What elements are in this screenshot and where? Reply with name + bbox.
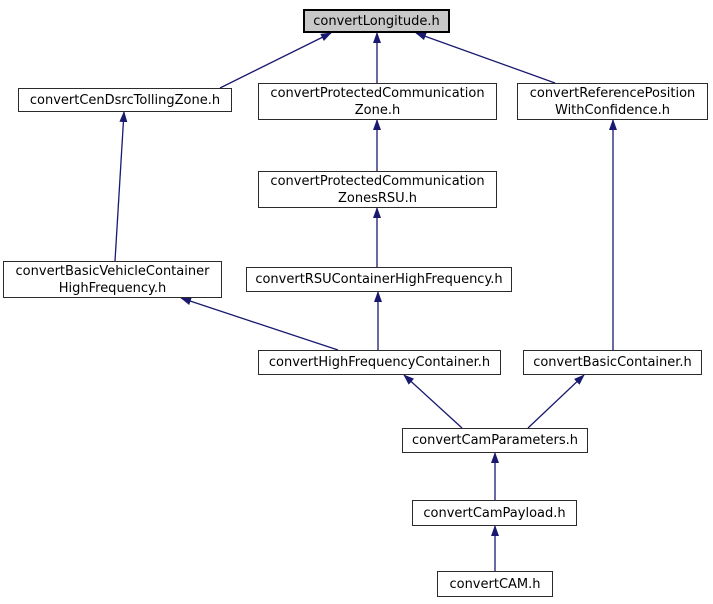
edge-convertCamParameters.h-includes-convertBasicContainer.h <box>527 374 585 429</box>
node-label: convertCamPayload.h <box>423 505 566 521</box>
node-label: convertRSUContainerHighFrequency.h <box>255 272 503 287</box>
node-label: WithConfidence.h <box>555 102 670 118</box>
node-label: ZonesRSU.h <box>337 190 418 206</box>
node-label: convertLongitude.h <box>313 13 440 29</box>
node-label: Zone.h <box>354 102 401 118</box>
node-convertReferencePositionWithConfidence-h[interactable]: convertReferencePosition WithConfidence.… <box>517 83 708 120</box>
node-convertCamParameters-h[interactable]: convertCamParameters.h <box>402 428 588 453</box>
node-label: convertProtectedCommunication <box>270 85 485 101</box>
node-label: convertBasicVehicleContainer <box>15 263 210 279</box>
node-convertRSUContainerHighFrequency-h[interactable]: convertRSUContainerHighFrequency.h <box>246 267 512 292</box>
node-label: convertCenDsrcTollingZone.h <box>29 92 221 108</box>
edge-convertCenDsrcTollingZone.h-includes-convertLongitude.h <box>219 32 332 89</box>
node-convertCAM-h[interactable]: convertCAM.h <box>437 571 553 597</box>
node-convertLongitude-h[interactable]: convertLongitude.h <box>303 9 450 33</box>
node-label: convertProtectedCommunication <box>270 173 485 189</box>
edge-convertHighFrequencyContainer.h-includes-convertBasicVehicleContainerHighFrequency.h <box>180 297 339 351</box>
node-convertCamPayload-h[interactable]: convertCamPayload.h <box>412 500 577 526</box>
node-label: convertReferencePosition <box>529 85 696 101</box>
node-label: convertCAM.h <box>449 576 541 592</box>
edge-convertReferencePositionWithConfidence.h-includes-convertLongitude.h <box>415 32 556 84</box>
node-convertBasicVehicleContainerHighFrequency-h[interactable]: convertBasicVehicleContainer HighFrequen… <box>3 261 222 298</box>
node-label: convertBasicContainer.h <box>533 355 692 370</box>
node-convertProtectedCommunicationZone-h[interactable]: convertProtectedCommunication Zone.h <box>258 83 497 120</box>
node-convertHighFrequencyContainer-h[interactable]: convertHighFrequencyContainer.h <box>258 350 501 375</box>
node-convertBasicContainer-h[interactable]: convertBasicContainer.h <box>523 350 702 375</box>
node-convertProtectedCommunicationZonesRSU-h[interactable]: convertProtectedCommunication ZonesRSU.h <box>258 171 497 208</box>
node-convertCenDsrcTollingZone-h[interactable]: convertCenDsrcTollingZone.h <box>18 88 232 112</box>
node-label: convertCamParameters.h <box>412 433 578 448</box>
node-label: HighFrequency.h <box>58 280 167 296</box>
edge-convertBasicVehicleContainerHighFrequency.h-includes-convertCenDsrcTollingZone.h <box>114 111 128 262</box>
node-label: convertHighFrequencyContainer.h <box>268 355 491 370</box>
edge-convertCamParameters.h-includes-convertHighFrequencyContainer.h <box>403 374 463 429</box>
